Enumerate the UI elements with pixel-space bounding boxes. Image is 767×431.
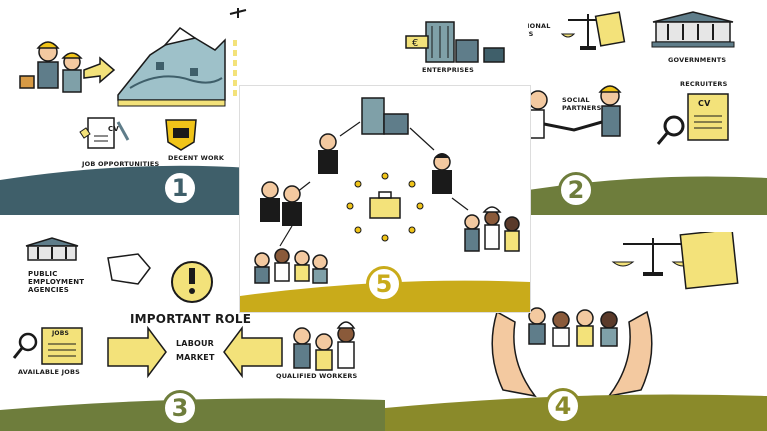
workers-right-group <box>464 206 520 252</box>
governments-label: Governments <box>668 56 727 64</box>
enterprises-label: Enterprises <box>422 66 474 74</box>
panel-2: National laws Governments Social partner… <box>528 0 767 215</box>
panel-1: CV Job opportunities Decent work 1 <box>0 0 250 215</box>
available-jobs-label: Available jobs <box>18 368 80 376</box>
panel-5: 5 <box>240 86 530 312</box>
airplane-icon <box>229 8 247 18</box>
recruiter-cv-label: CV <box>698 99 711 108</box>
euro-banknote-icon: € <box>405 35 429 49</box>
step-badge-4: 4 <box>545 388 581 424</box>
jobs-board-icon <box>12 327 83 365</box>
step-badge-1: 1 <box>162 170 198 206</box>
step-badge-5: 5 <box>366 266 402 302</box>
decent-work-badge-icon <box>165 119 197 151</box>
cv-tools-icon <box>79 117 130 149</box>
exclamation-icon <box>171 261 213 303</box>
workers-group <box>19 41 83 93</box>
landscape-map <box>117 27 226 107</box>
qualified-workers-group <box>293 321 356 371</box>
handshake-icon <box>528 85 622 139</box>
outline-arrow-icon <box>107 253 151 285</box>
government-building-icon <box>651 11 735 48</box>
job-opportunities-label: Job opportunities <box>82 160 160 168</box>
arrow-right-icon <box>107 325 167 379</box>
protecting-hands-icon <box>491 310 653 398</box>
step-badge-2: 2 <box>558 172 594 208</box>
office-building-icon <box>425 21 505 63</box>
panel-1-illustration <box>0 8 250 215</box>
decent-work-label: Decent work <box>168 154 225 162</box>
businessman-icon <box>318 133 338 174</box>
law-document-icon <box>679 232 739 290</box>
magnifier-icon <box>656 115 685 145</box>
workers-bottom-group <box>254 248 328 284</box>
cv-label: CV <box>108 125 119 133</box>
workers-group <box>528 307 618 347</box>
important-role-label: Important role <box>130 312 252 326</box>
panel-1-ground <box>0 165 250 215</box>
national-laws-label: National laws <box>528 22 551 38</box>
workers-left-group <box>260 181 302 226</box>
arrow-left-icon <box>223 325 283 379</box>
panel-3-illustration <box>0 237 385 431</box>
law-document-icon <box>594 11 626 47</box>
market-label: Market <box>176 353 215 362</box>
office-building-icon <box>361 97 409 135</box>
arrow-right-icon <box>83 56 116 84</box>
briefcase-network-icon <box>346 172 424 242</box>
qualified-workers-label: Qualified workers <box>276 372 358 380</box>
recruiters-label: Recruiters <box>680 80 728 88</box>
step-badge-3: 3 <box>162 390 198 426</box>
public-agency-building-icon <box>25 237 79 261</box>
svg-text:€: € <box>412 38 418 49</box>
enterprises-area: € Enterprises <box>400 0 528 88</box>
public-employment-agencies-label: Public employment agencies <box>28 270 85 294</box>
labour-label: Labour <box>176 339 215 348</box>
recruiter-cv-document-icon <box>687 93 729 141</box>
businesswoman-icon <box>432 153 452 194</box>
enterprises-illustration: € <box>405 21 505 63</box>
social-partners-label: Social partners <box>562 96 602 112</box>
jobs-board-label: Jobs <box>52 330 70 337</box>
